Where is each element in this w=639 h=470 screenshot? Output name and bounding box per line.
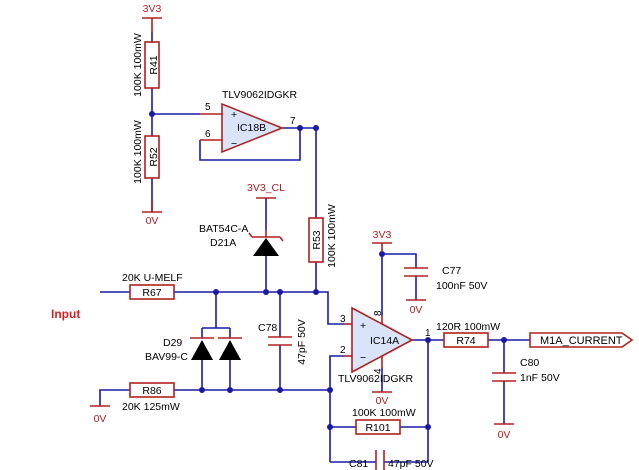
component-ref: IC14A [370,335,399,347]
wire [99,389,130,406]
component-value: 100K 100mW [352,407,416,419]
component-ref: C78 [258,322,277,334]
junction-dot [213,289,219,295]
component-ref: D29 [163,337,182,349]
component-value: 47pF 50V [388,458,434,470]
junction-dot [313,125,319,131]
resistor-r86: R86 20K 125mW [122,382,180,413]
pin-number: 8 [373,310,384,316]
junctions [149,111,507,430]
pin-number: 3 [340,314,346,325]
ground-input: 0V [90,405,110,425]
capacitor-c80: C80 1nF 50V [492,357,560,384]
svg-text:−: − [231,138,237,150]
power-3v3-cl: 3V3_CL [247,182,285,199]
svg-text:+: + [360,320,366,332]
junction-dot [327,424,333,430]
wire [329,355,344,390]
ground-top: 0V [142,200,162,227]
junction-dot [501,337,507,343]
svg-text:+: + [231,109,237,121]
power-3v3-top: 3V3 [142,3,162,32]
diode-d21a: BAT54C-A D21A [199,223,284,256]
power-label: 3V3 [373,229,392,241]
component-ref: R86 [142,385,161,397]
ground-label: 0V [146,215,159,227]
wire [316,291,344,325]
output-port-m1a-current: M1A_CURRENT [529,332,634,348]
pin-number: 2 [340,345,346,356]
component-ref: R52 [148,147,160,166]
capacitor-c81: C81 47pF 50V [349,450,434,470]
capacitor-c77: C77 100nF 50V [404,265,487,292]
resistor-r74: R74 120R 100mW [436,321,500,348]
opamp-ic14a: + − IC14A TLV9062IDGKR 3 2 1 8 4 [338,306,431,385]
component-value: 100K 100mW [326,204,338,268]
junction-dot [149,111,155,117]
component-ref: R101 [365,422,390,434]
wire [199,128,301,161]
component-value: 20K U-MELF [122,272,183,284]
resistor-r52: R52 100K 100mW [132,120,160,184]
junction-dot [297,125,303,131]
junction-dot [277,387,283,393]
component-value: 47pF 50V [296,319,308,365]
ground-label: 0V [376,395,389,407]
capacitor-c78: C78 47pF 50V [258,319,308,365]
resistor-r67: R67 20K U-MELF [122,272,183,300]
pin-number: 4 [373,368,384,374]
junction-dot [263,289,269,295]
opamp-ic18b: + − IC18B TLV9062IDGKR 5 6 7 [200,89,298,154]
pin-number: 1 [425,328,431,339]
component-value: 100nF 50V [436,280,487,292]
junction-dot [199,387,205,393]
pin-number: 6 [205,129,211,140]
ground-c77: 0V [406,299,426,316]
junction-dot [425,424,431,430]
input-label: Input [51,307,80,321]
component-ref: R67 [142,287,161,299]
component-value: 100K 100mW [132,33,144,97]
component-ref: R41 [148,55,160,74]
component-ref: C77 [442,265,461,277]
junction-dot [227,387,233,393]
junction-dot [277,289,283,295]
junction-dot [313,289,319,295]
component-value: BAT54C-A [199,223,248,235]
svg-text:−: − [360,352,366,364]
ground-label: 0V [94,413,107,425]
component-ref: D21A [210,237,236,249]
component-value: 1nF 50V [520,372,560,384]
ground-label: 0V [498,429,511,441]
junction-dot [379,251,385,257]
component-ref: C81 [349,458,368,470]
power-label: 3V3_CL [247,182,285,194]
component-value: TLV9062IDGKR [338,373,414,385]
ground-c80: 0V [494,423,514,441]
resistor-r41: R41 100K 100mW [132,33,160,97]
component-ref: IC18B [237,122,266,134]
component-value: 20K 125mW [122,401,180,413]
junction-dot [327,387,333,393]
junction-dot [425,337,431,343]
power-3v3-ic14: 3V3 [372,229,392,252]
ground-ic14: 0V [372,391,392,407]
diode-d29: D29 BAV99-C [145,337,242,363]
component-ref: R74 [456,335,475,347]
component-value: TLV9062IDGKR [222,89,298,101]
component-ref: C80 [520,357,539,369]
component-value: BAV99-C [145,351,188,363]
pin-number: 5 [205,102,211,113]
component-value: 120R 100mW [436,321,500,333]
resistor-r101: R101 100K 100mW [352,407,416,435]
pin-number: 7 [290,116,296,127]
port-label: M1A_CURRENT [540,335,623,347]
resistor-r53: R53 100K 100mW [308,204,338,268]
wire [382,253,417,268]
component-ref: R53 [311,230,323,249]
ground-label: 0V [410,304,423,316]
power-label: 3V3 [143,3,162,15]
component-value: 100K 100mW [132,120,144,184]
